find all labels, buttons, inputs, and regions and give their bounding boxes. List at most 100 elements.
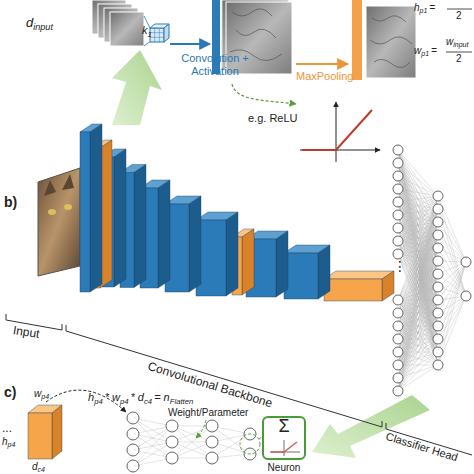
conv-illustration — [170, 43, 210, 45]
label-group: Input — [12, 324, 41, 342]
subscript: input — [33, 22, 53, 32]
dense-layer — [393, 360, 403, 370]
dense-layer — [398, 202, 438, 365]
label-group: Classifier Head — [384, 430, 459, 464]
dense-layer — [433, 295, 443, 305]
label-text: h — [2, 436, 8, 448]
dense-layer — [433, 243, 443, 253]
label-group: hp4* wp4* dc4= nFlatten — [88, 391, 193, 407]
dense-layer — [398, 326, 438, 391]
neuron-network — [166, 420, 178, 432]
dense-layer — [393, 295, 403, 305]
label-group: 2 — [456, 10, 462, 22]
dense-layer — [398, 196, 438, 378]
label-text: h — [414, 2, 420, 14]
conv-illustration — [150, 28, 164, 42]
feature-block — [134, 165, 146, 288]
feature-block — [90, 124, 102, 292]
label-text: 2 — [456, 53, 462, 65]
dense-layer — [433, 269, 443, 279]
conv-illustration — [150, 28, 164, 42]
dense-layer — [393, 347, 403, 357]
dense-layer — [398, 189, 438, 196]
relu-plot — [232, 84, 296, 104]
label-group: ... — [2, 422, 12, 436]
label-text: w — [34, 388, 41, 400]
dense-layer — [398, 241, 438, 352]
label-text: d — [32, 461, 38, 473]
neuron-network — [127, 460, 139, 472]
label-group: e.g. ReLU — [248, 112, 298, 125]
label-text: Weight/Parameter — [168, 407, 248, 419]
dense-layer — [398, 300, 438, 391]
feature-block — [324, 279, 382, 301]
label-group: dinput — [26, 16, 53, 33]
label-text: k — [142, 24, 148, 37]
dense-layer — [393, 197, 403, 207]
neuron-network — [133, 426, 172, 450]
dense-layer — [398, 222, 438, 391]
feature-block — [382, 271, 394, 301]
dense-layer — [398, 365, 438, 391]
dense-layer — [398, 150, 438, 339]
node-label: Neuron — [250, 462, 318, 473]
subscript: 1 — [148, 31, 152, 40]
relu-plot — [336, 102, 337, 162]
feature-block — [226, 212, 238, 296]
input-image — [64, 204, 72, 210]
label-text: d — [26, 16, 33, 31]
feature-block — [114, 149, 126, 287]
dense-layer — [393, 223, 403, 233]
conv-illustration — [447, 9, 472, 10]
neuron-network — [172, 442, 212, 458]
subscript: input — [453, 41, 468, 49]
dense-layer — [393, 373, 403, 383]
label-group: 2 — [456, 53, 462, 65]
subscript: p4 — [8, 441, 16, 449]
label-text: MaxPooling — [296, 70, 353, 83]
feature-block — [80, 132, 90, 292]
neuron-network — [127, 428, 139, 440]
conv-illustration — [352, 0, 362, 80]
label-text: = — [431, 45, 437, 57]
dense-layer — [398, 228, 438, 339]
relu-plot — [232, 84, 380, 162]
label-group: b) — [4, 194, 17, 210]
label-group: Weight/Parameter — [168, 407, 248, 419]
dense-layer — [433, 230, 443, 240]
label-group: MaxPooling — [296, 70, 353, 83]
subscript: c4 — [38, 466, 45, 474]
neuron-network — [127, 412, 139, 424]
sum-symbol: Σ — [262, 416, 306, 437]
dense-layer — [393, 321, 403, 331]
relu-plot — [302, 110, 372, 150]
dense-layer — [398, 352, 438, 391]
dense-layer — [461, 291, 471, 301]
label-group: dc4 — [32, 461, 45, 474]
subscript: Flatten — [170, 398, 194, 407]
dense-layer — [398, 163, 438, 352]
label-group: wp4 — [34, 388, 49, 401]
neuron-network — [166, 436, 178, 448]
label-text: Classifier Head — [384, 430, 459, 464]
neuron-network — [206, 436, 218, 448]
dense-layer — [393, 249, 403, 259]
input-image — [38, 168, 80, 276]
dense-layer — [433, 334, 443, 344]
dense-layer — [398, 196, 438, 391]
dense-layer — [393, 184, 403, 194]
zoom-arrow — [112, 50, 162, 125]
dense-layer — [393, 145, 403, 155]
dense-layer — [433, 321, 443, 331]
feature-block — [189, 196, 201, 292]
dense-layer — [398, 261, 438, 391]
feature-block — [284, 253, 318, 299]
label-text: ... — [2, 422, 12, 436]
conv-illustration — [366, 6, 416, 78]
label-text: = — [429, 2, 435, 14]
dense-layer — [398, 150, 438, 352]
feature-block — [80, 124, 394, 301]
feature-block — [158, 180, 170, 288]
label-text: Input — [12, 324, 41, 342]
dense-layer — [398, 287, 438, 391]
